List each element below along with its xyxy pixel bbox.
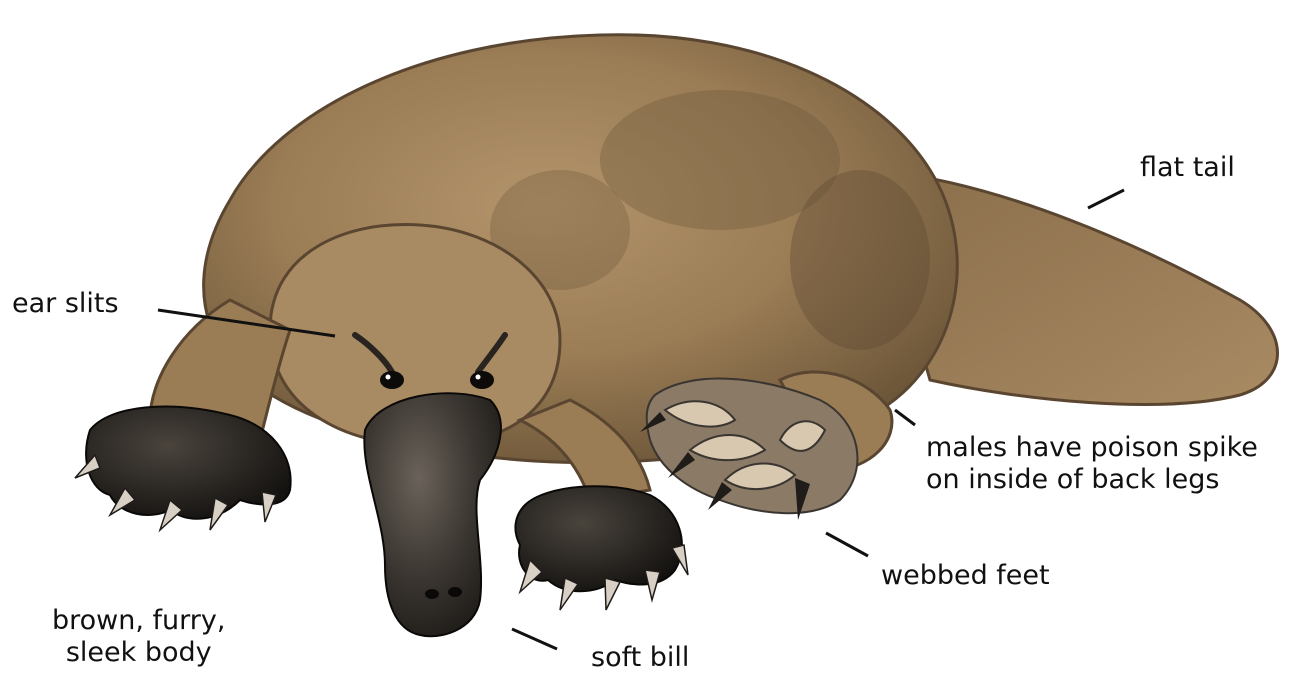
label-body-line-1: brown, furry, — [52, 605, 225, 637]
label-soft-bill: soft bill — [591, 642, 689, 674]
label-poison-line-1: males have poison spike — [926, 432, 1258, 464]
right-nostril — [448, 587, 462, 597]
label-body-line-2: sleek body — [52, 637, 225, 669]
fur-shading — [790, 170, 930, 350]
label-poison-spike: males have poison spike on inside of bac… — [926, 432, 1258, 497]
leader-line-flat-tail — [1088, 190, 1124, 208]
left-eye — [380, 371, 404, 389]
label-webbed-feet: webbed feet — [881, 560, 1050, 592]
label-flat-tail: flat tail — [1140, 152, 1235, 184]
label-body: brown, furry, sleek body — [52, 605, 225, 670]
label-ear-slits: ear slits — [12, 288, 119, 320]
left-nostril — [425, 589, 439, 599]
leader-line-soft-bill — [512, 629, 557, 649]
right-eye — [470, 371, 494, 389]
platypus-bill — [364, 393, 501, 636]
leader-line-webbed — [826, 533, 868, 556]
leader-line-poison — [895, 410, 915, 425]
label-poison-line-2: on inside of back legs — [926, 464, 1258, 496]
